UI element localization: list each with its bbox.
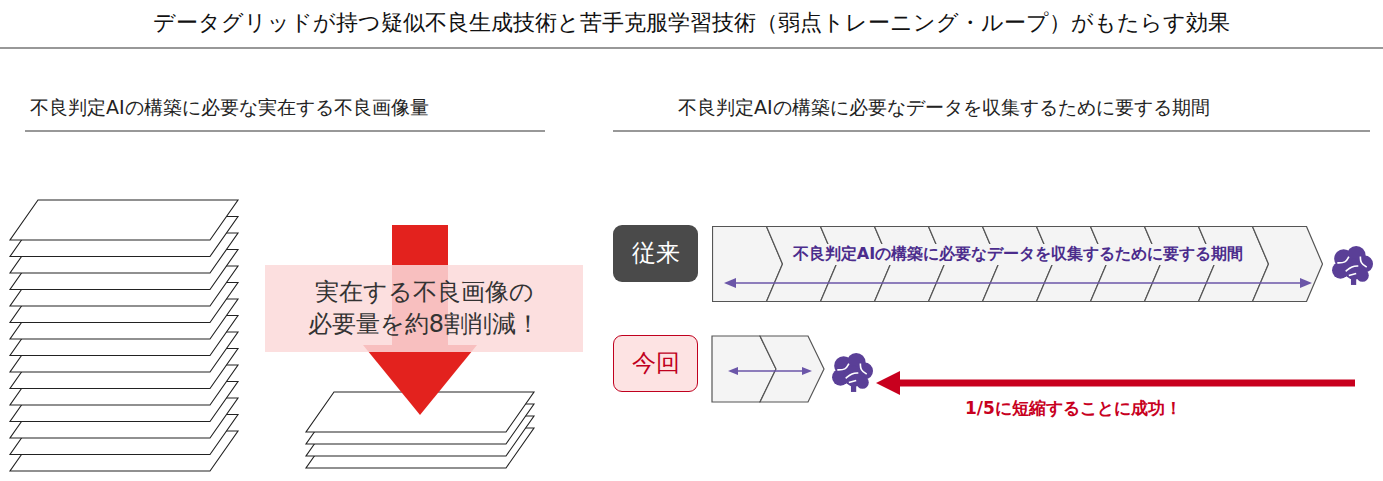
period-band: 不良判定AIの構築に必要なデータを収集するために要する期間 — [712, 226, 1324, 302]
section-heading: 不良判定AIの構築に必要な実在する不良画像量 — [30, 95, 429, 121]
shorten-arrow — [876, 371, 1355, 395]
span-arrow — [728, 367, 812, 375]
title-rule — [0, 47, 1383, 48]
brain-icon — [832, 353, 873, 392]
heading-rule — [613, 130, 1370, 131]
node-text: 実在する不良画像の 必要量を約8割削減！ — [277, 277, 571, 339]
brain-icon — [1332, 246, 1373, 285]
span-arrow — [724, 278, 1312, 288]
node-text: 不良判定AIの構築に必要なデータを収集するために要する期間 — [789, 244, 1247, 265]
result-note: 1/5に短縮することに成功！ — [965, 397, 1182, 420]
paper-stack — [10, 200, 238, 471]
reduce-arrow-head — [363, 345, 477, 415]
now-tag: 今回 — [613, 335, 698, 392]
chevron-chain — [712, 336, 824, 402]
heading-rule — [25, 130, 545, 131]
node-text: 今回 — [632, 348, 680, 379]
callout-box: 実在する不良画像の 必要量を約8割削減！ — [265, 265, 583, 352]
node-text: 従来 — [632, 238, 680, 269]
section-heading: 不良判定AIの構築に必要なデータを収集するために要する期間 — [678, 95, 1210, 121]
title: データグリッドが持つ疑似不良生成技術と苦手克服学習技術（弱点トレーニング・ループ… — [0, 8, 1383, 38]
before-tag: 従来 — [613, 225, 698, 282]
